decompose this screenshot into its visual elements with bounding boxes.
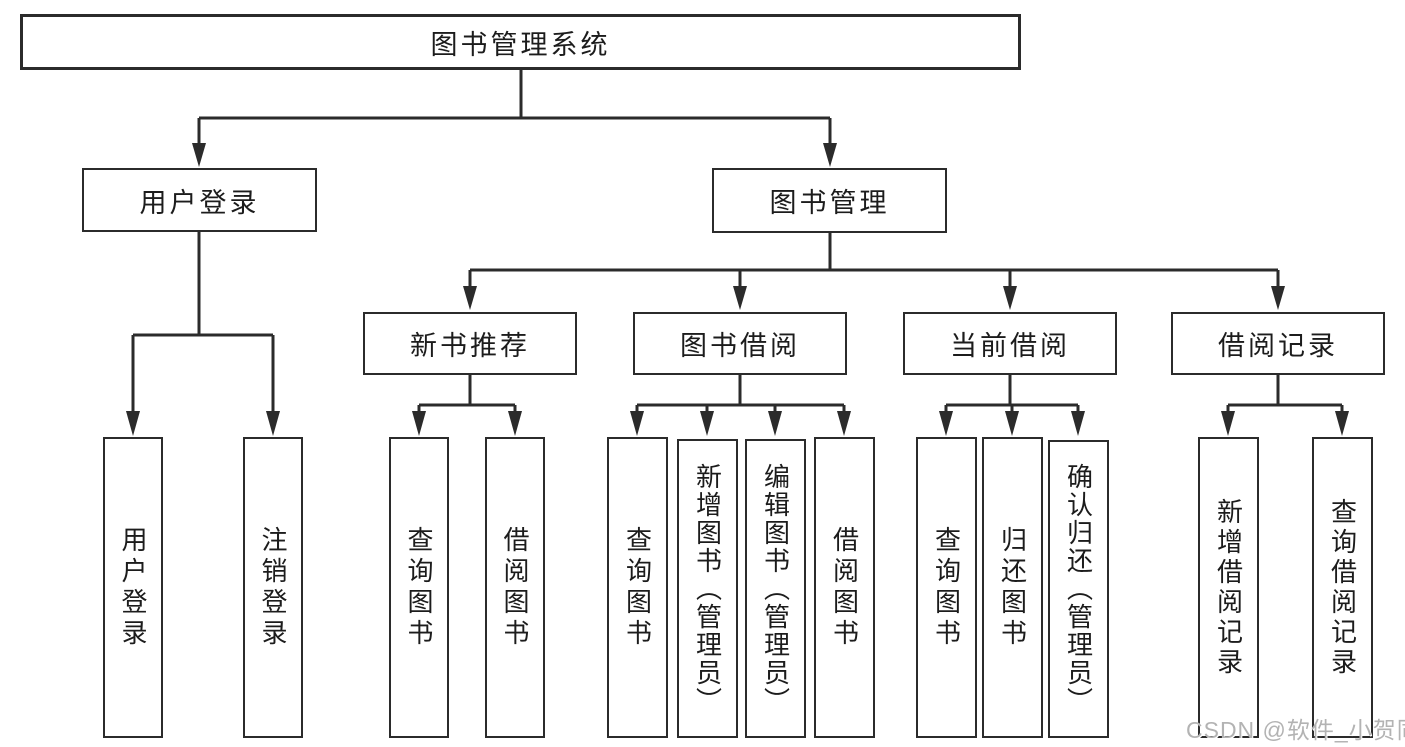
node-book-management: 图书管理 (712, 168, 947, 233)
leaf-add-book-admin: 新增图书（管理员） (677, 439, 738, 738)
node-new-book-recommend-label: 新书推荐 (410, 331, 530, 361)
node-root-label: 图书管理系统 (430, 29, 611, 60)
node-borrow-records-label: 借阅记录 (1218, 331, 1338, 361)
leaf-logout-label: 注销登录 (258, 525, 288, 650)
leaf-query-books-1: 查询图书 (389, 437, 449, 738)
leaf-edit-book-admin: 编辑图书（管理员） (745, 439, 806, 738)
leaf-query-books-1-label: 查询图书 (404, 525, 434, 650)
node-book-borrow-label: 图书借阅 (680, 331, 800, 361)
node-current-borrow: 当前借阅 (903, 312, 1117, 375)
leaf-return-books: 归还图书 (982, 437, 1043, 738)
node-user-login-label: 用户登录 (139, 187, 260, 218)
leaf-add-borrow-record: 新增借阅记录 (1198, 437, 1259, 738)
leaf-query-books-2-label: 查询图书 (622, 525, 653, 650)
watermark: CSDN @软件_小贺同学 (1186, 717, 1405, 743)
leaf-query-borrow-record-label: 查询借阅记录 (1327, 497, 1358, 678)
leaf-borrow-books-1-label: 借阅图书 (500, 525, 530, 650)
leaf-query-books-3: 查询图书 (916, 437, 977, 738)
leaf-add-book-admin-label: 新增图书（管理员） (692, 462, 723, 715)
leaf-query-books-3-label: 查询图书 (931, 525, 962, 650)
leaf-user-login-label: 用户登录 (118, 525, 148, 650)
node-current-borrow-label: 当前借阅 (950, 331, 1070, 361)
node-new-book-recommend: 新书推荐 (363, 312, 577, 375)
leaf-confirm-return-admin: 确认归还（管理员） (1048, 440, 1109, 738)
node-user-login: 用户登录 (82, 168, 317, 232)
leaf-query-books-2: 查询图书 (607, 437, 668, 738)
leaf-return-books-label: 归还图书 (997, 525, 1028, 650)
leaf-query-borrow-record: 查询借阅记录 (1312, 437, 1373, 738)
leaf-add-borrow-record-label: 新增借阅记录 (1213, 497, 1244, 678)
leaf-borrow-books-1: 借阅图书 (485, 437, 545, 738)
leaf-user-login: 用户登录 (103, 437, 163, 738)
connector-paths (131, 70, 1344, 414)
leaf-edit-book-admin-label: 编辑图书（管理员） (760, 462, 791, 715)
leaf-borrow-books-2-label: 借阅图书 (829, 525, 860, 650)
node-book-management-label: 图书管理 (769, 188, 890, 218)
leaf-borrow-books-2: 借阅图书 (814, 437, 875, 738)
arrowheads (126, 143, 1349, 436)
leaf-confirm-return-admin-label: 确认归还（管理员） (1063, 463, 1094, 715)
node-borrow-records: 借阅记录 (1171, 312, 1385, 375)
node-root: 图书管理系统 (20, 14, 1021, 70)
node-book-borrow: 图书借阅 (633, 312, 847, 375)
leaf-logout: 注销登录 (243, 437, 303, 738)
